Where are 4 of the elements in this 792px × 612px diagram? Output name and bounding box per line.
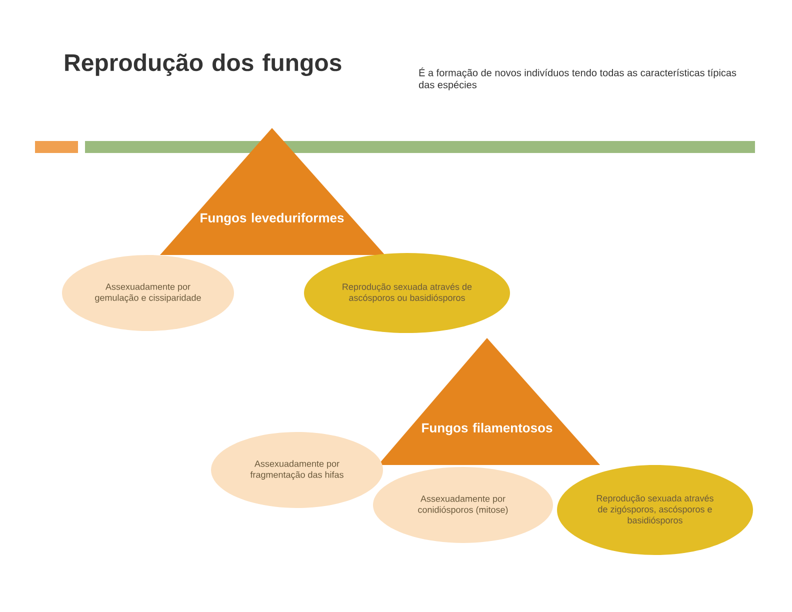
triangle: Fungos filamentosos [378, 338, 600, 465]
title: Reprodução dos fungos [65, 54, 342, 76]
triangle: Fungos leveduriformes [160, 128, 385, 255]
description-text: É a formação de novos indivíduos tendo todas as características típicas das espécies [418, 68, 736, 90]
